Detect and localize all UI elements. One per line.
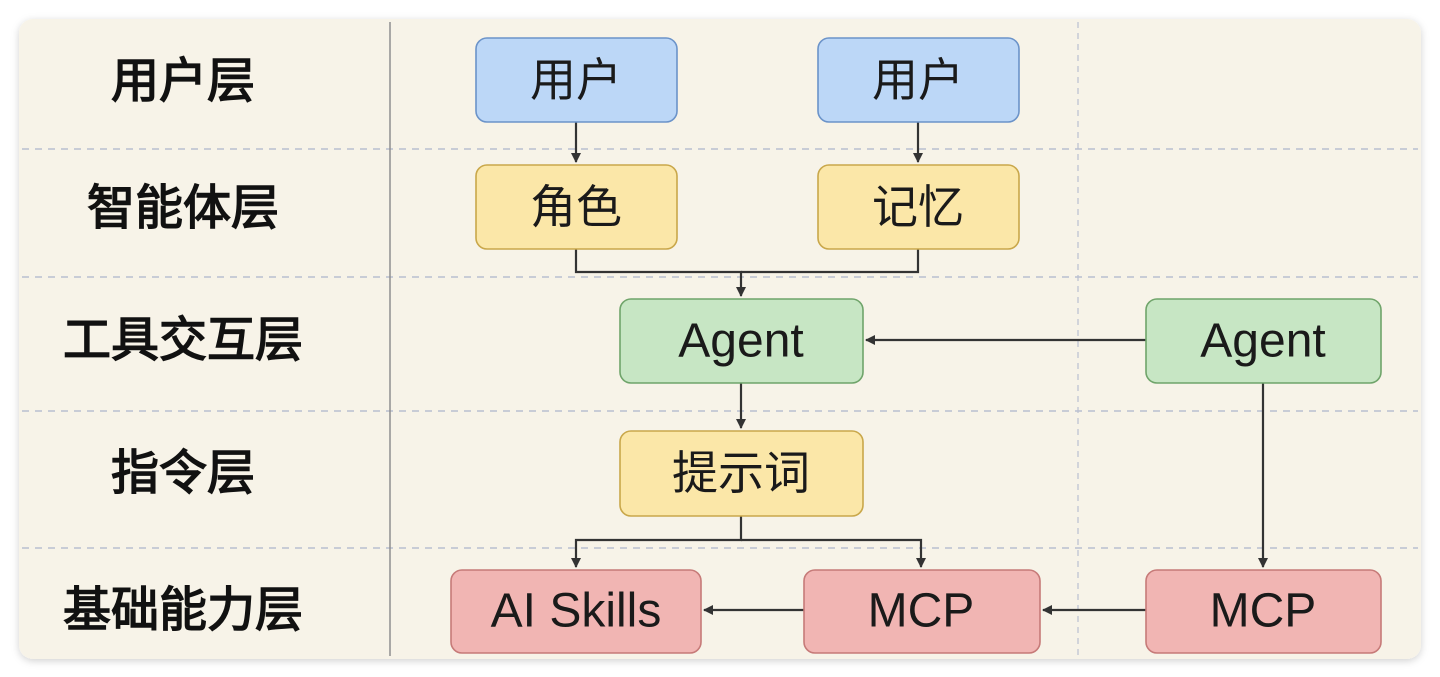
connector-memory-to-agent — [741, 249, 920, 274]
layer-label-user: 用户层 — [111, 53, 255, 109]
node-user-2-box — [817, 37, 1020, 123]
node-role-box — [475, 164, 678, 250]
layer-label-agent: 智能体层 — [87, 180, 279, 236]
node-agent-2-box — [1145, 298, 1382, 384]
node-memory: 记忆 — [817, 164, 1020, 250]
layer-label-foundation: 基础能力层 — [63, 582, 303, 638]
node-mcp-1: MCP — [803, 569, 1041, 654]
layer-label-tool-interaction: 工具交互层 — [63, 312, 303, 368]
node-ai-skills-label: AI Skills — [491, 585, 662, 638]
node-user-2: 用户 — [817, 37, 1020, 123]
node-prompt-label: 提示词 — [672, 446, 810, 500]
layer-grid — [22, 22, 1418, 656]
node-agent-1-label: Agent — [678, 315, 803, 368]
layer-label-instruction: 指令层 — [111, 445, 255, 501]
node-agent-1: Agent — [619, 298, 864, 384]
node-mcp-2: MCP — [1145, 569, 1382, 654]
arrow-prompt-to-mcp — [741, 538, 926, 568]
node-prompt-box — [619, 430, 864, 517]
node-ai-skills-box — [450, 569, 702, 654]
node-mcp-2-box — [1145, 569, 1382, 654]
arrow-prompt-to-ai-skills — [571, 516, 743, 568]
node-agent-2-label: Agent — [1200, 315, 1325, 368]
node-memory-box — [817, 164, 1020, 250]
connector-arrows — [571, 122, 1268, 615]
node-role: 角色 — [475, 164, 678, 250]
node-user-2-label: 用户 — [872, 53, 964, 107]
diagram-nodes: 用户 用户 角色 记忆 Agent Agent 提示词 AI Skills — [450, 37, 1382, 654]
node-agent-2: Agent — [1145, 298, 1382, 384]
node-user-1: 用户 — [475, 37, 678, 123]
node-prompt: 提示词 — [619, 430, 864, 517]
node-mcp-1-label: MCP — [868, 585, 975, 638]
node-user-1-label: 用户 — [530, 53, 622, 107]
layer-labels: 用户层 智能体层 工具交互层 指令层 基础能力层 — [63, 53, 303, 638]
node-role-label: 角色 — [530, 180, 622, 234]
node-mcp-1-box — [803, 569, 1041, 654]
node-mcp-2-label: MCP — [1210, 585, 1317, 638]
node-ai-skills: AI Skills — [450, 569, 702, 654]
node-memory-label: 记忆 — [872, 180, 964, 234]
node-user-1-box — [475, 37, 678, 123]
arrow-role-to-agent — [574, 249, 746, 297]
node-agent-1-box — [619, 298, 864, 384]
